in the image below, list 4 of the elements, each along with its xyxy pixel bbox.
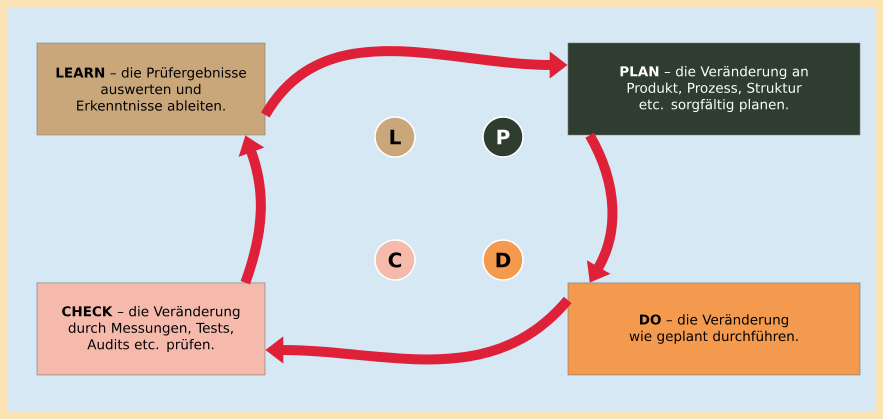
step-box: LEARN – die Prüfergebnisse auswerten und Erkenntnisse ableiten.: [36, 42, 266, 136]
step-box: PLAN – die Veränderung an Produkt, Prozess, Struktur etc. sorgfältig planen.: [568, 42, 860, 136]
step-box: DO – die Veränderung wie geplant durchführen.: [568, 282, 860, 376]
step-box: CHECK – die Veränderung durch Messungen, Tests, Audits etc. prüfen.: [36, 282, 266, 376]
